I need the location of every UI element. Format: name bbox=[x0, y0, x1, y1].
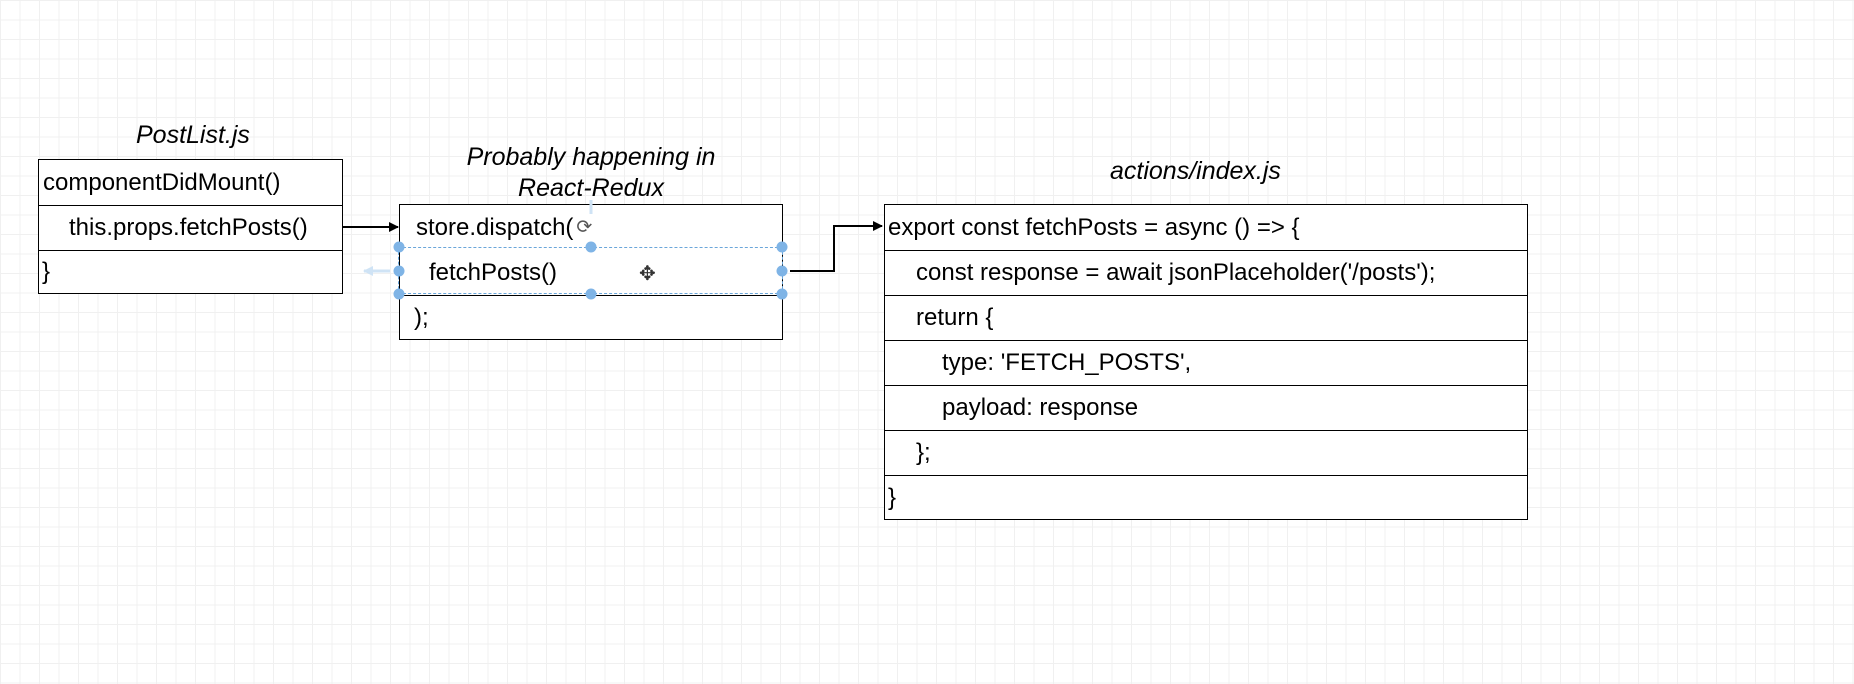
row-text: store.dispatch( bbox=[416, 213, 574, 241]
row-text: const response = await jsonPlaceholder('… bbox=[916, 259, 1436, 286]
row-text: return { bbox=[916, 304, 994, 331]
row-text: export const fetchPosts = async () => { bbox=[888, 213, 1300, 241]
actions-row-close-brace-semicolon[interactable]: }; bbox=[885, 430, 1527, 475]
postlist-row-fetchposts[interactable]: this.props.fetchPosts() bbox=[39, 205, 342, 250]
selection-handle-middle-right[interactable] bbox=[776, 265, 788, 277]
arrow-fetchposts-to-actions[interactable] bbox=[790, 221, 883, 272]
row-text: payload: response bbox=[942, 394, 1139, 421]
row-text: componentDidMount() bbox=[43, 168, 281, 196]
actions-table[interactable]: export const fetchPosts = async () => { … bbox=[884, 204, 1528, 520]
actions-caption: actions/index.js bbox=[1110, 157, 1281, 185]
selection-handle-top-right[interactable] bbox=[776, 241, 788, 253]
postlist-caption: PostList.js bbox=[136, 121, 250, 149]
redux-caption-line1: Probably happening in bbox=[466, 143, 716, 171]
selection-handle-top-left[interactable] bbox=[393, 241, 405, 253]
row-text: ); bbox=[414, 303, 429, 331]
selection-handle-bottom-left[interactable] bbox=[393, 288, 405, 300]
actions-row-response[interactable]: const response = await jsonPlaceholder('… bbox=[885, 250, 1527, 295]
postlist-table[interactable]: componentDidMount() this.props.fetchPost… bbox=[38, 159, 343, 294]
row-text: type: 'FETCH_POSTS', bbox=[942, 349, 1192, 376]
redux-row-fetchposts[interactable]: fetchPosts() bbox=[400, 250, 782, 295]
row-text: this.props.fetchPosts() bbox=[69, 214, 308, 241]
redux-table[interactable]: store.dispatch( ⟳ fetchPosts() ); bbox=[399, 204, 783, 340]
actions-row-payload[interactable]: payload: response bbox=[885, 385, 1527, 430]
row-text: } bbox=[42, 258, 51, 285]
redux-caption-line2: React-Redux bbox=[518, 174, 664, 202]
row-text: } bbox=[888, 483, 897, 511]
redux-row-dispatch[interactable]: store.dispatch( ⟳ bbox=[400, 205, 782, 250]
move-cursor-icon: ✥ bbox=[639, 263, 656, 285]
postlist-row-componentdidmount[interactable]: componentDidMount() bbox=[39, 160, 342, 205]
actions-row-close-brace[interactable]: } bbox=[885, 475, 1527, 519]
rotate-handle-icon[interactable]: ⟳ bbox=[576, 217, 593, 238]
selection-handle-top-center[interactable] bbox=[585, 241, 597, 253]
selection-handle-bottom-center[interactable] bbox=[585, 288, 597, 300]
row-text: }; bbox=[916, 439, 931, 466]
actions-row-return[interactable]: return { bbox=[885, 295, 1527, 340]
selection-handle-middle-left[interactable] bbox=[393, 265, 405, 277]
selection-handle-bottom-right[interactable] bbox=[776, 288, 788, 300]
row-text: fetchPosts() bbox=[429, 258, 558, 286]
redux-caption: Probably happening in React-Redux bbox=[466, 142, 716, 204]
postlist-row-close[interactable]: } bbox=[39, 250, 342, 293]
actions-row-type[interactable]: type: 'FETCH_POSTS', bbox=[885, 340, 1527, 385]
actions-row-export[interactable]: export const fetchPosts = async () => { bbox=[885, 205, 1527, 250]
